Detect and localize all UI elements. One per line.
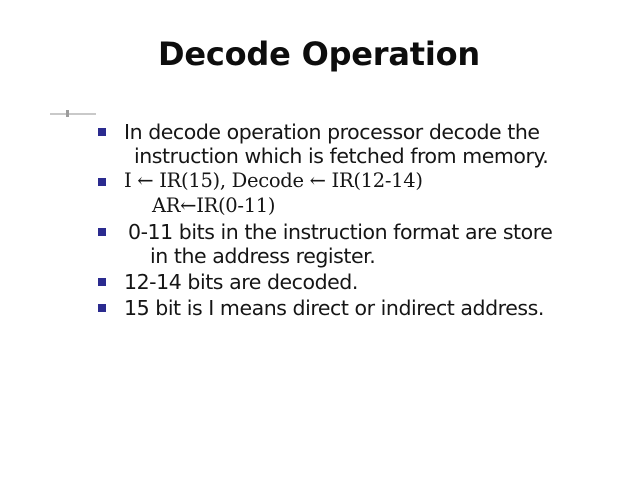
scan-artifact-line — [50, 113, 96, 115]
bullet-line-primary: 0-11 bits in the instruction format are … — [128, 220, 553, 245]
list-item: 12-14 bits are decoded. — [96, 270, 616, 294]
page-title: Decode Operation — [158, 35, 480, 73]
bullet-line-primary: I ← IR(15), Decode ← IR(12-14) — [124, 168, 423, 192]
list-item: I ← IR(15), Decode ← IR(12-14) AR←IR(0-1… — [96, 168, 616, 218]
bullet-line-primary: 15 bit is I means direct or indirect add… — [124, 296, 544, 321]
bullet-line-primary: 12-14 bits are decoded. — [124, 270, 358, 295]
list-item: 0-11 bits in the instruction format are … — [96, 220, 616, 268]
scan-artifact-tick — [66, 110, 69, 117]
bullet-line-wrap: instruction which is fetched from memory… — [134, 143, 549, 168]
square-bullet-icon — [98, 304, 106, 313]
bullet-line-wrap: in the address register. — [150, 244, 376, 269]
square-bullet-icon — [98, 177, 106, 186]
list-item: 15 bit is I means direct or indirect add… — [96, 296, 616, 320]
bullet-line-primary: In decode operation processor decode the — [124, 120, 540, 144]
bullet-sub-line: AR←IR(0-11) — [152, 193, 276, 217]
square-bullet-icon — [98, 228, 106, 237]
bullet-list: In decode operation processor decode the… — [96, 120, 616, 322]
list-item: In decode operation processor decode the… — [96, 120, 616, 168]
square-bullet-icon — [98, 278, 106, 287]
square-bullet-icon — [98, 128, 106, 136]
